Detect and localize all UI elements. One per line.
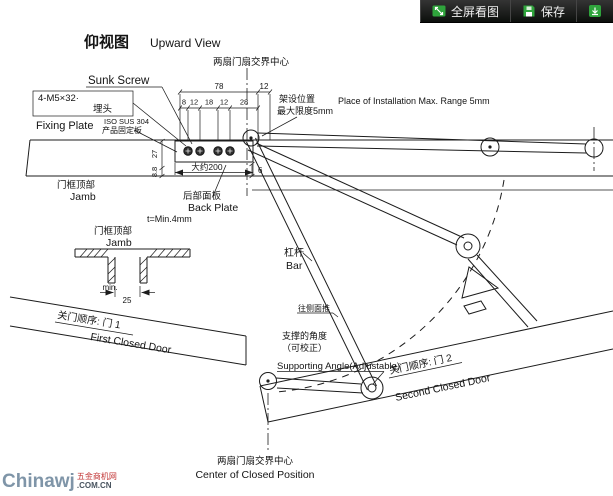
install-range-label: 最大限度5mm xyxy=(277,105,333,116)
push-side-label: 往侧面推 xyxy=(298,303,330,313)
fullscreen-label: 全屏看图 xyxy=(450,4,499,19)
door2-name-label: Second Closed Door xyxy=(394,372,492,404)
save-label: 保存 xyxy=(540,4,565,19)
jamb-band xyxy=(25,139,613,191)
section-hatching xyxy=(79,248,190,283)
door-swing-arc xyxy=(276,179,505,393)
dim-27: 27 xyxy=(150,150,159,158)
dim-28: 28 xyxy=(240,98,248,107)
watermark-brand: Chinawj xyxy=(2,471,75,492)
support-en-label: Supporting Angle(Adjustable) xyxy=(277,361,400,372)
dim-78: 78 xyxy=(215,82,224,91)
center-bottom-en-label: Center of Closed Position xyxy=(195,469,314,481)
back-plate-en-label: Back Plate xyxy=(188,202,238,214)
left-dimensions: 27 8.8 xyxy=(150,138,165,179)
extra-tool-button[interactable] xyxy=(576,0,613,22)
dim-12-right: 12 xyxy=(260,82,269,91)
top-dimensions: 78 12 8 12 18 12 28 xyxy=(177,82,273,141)
backplate-length-dimension: 大约200 xyxy=(174,162,254,176)
screw-spec-label: 4-M5×32· xyxy=(38,93,79,104)
countersunk-label: 埋头 xyxy=(93,103,112,115)
section-jamb-en-label: Jamb xyxy=(106,237,132,249)
swing-direction-arrow xyxy=(461,266,500,315)
junction-center-top-label: 两扇门扇交界中心 xyxy=(213,56,290,68)
callouts: Sunk Screw 4-M5×32· 埋头 ISO SUS 304 产品固定板… xyxy=(32,75,490,481)
download-icon xyxy=(588,4,602,18)
watermark-domain: .COM.CN xyxy=(76,480,112,490)
dim-8-8: 8.8 xyxy=(150,167,159,177)
image-viewer-toolbar: 全屏看图 保存 xyxy=(419,0,613,23)
fullscreen-view-button[interactable]: 全屏看图 xyxy=(419,0,510,22)
dim-approx-200: 大约200 xyxy=(191,162,222,172)
center-bottom-zh-label: 两扇门扇交界中心 xyxy=(217,455,294,467)
thickness-note-label: t=Min.4mm xyxy=(147,214,192,224)
support-angle-zh-label: 支撑的角度 xyxy=(282,330,327,341)
back-plate-zh-label: 后部面板 xyxy=(183,190,222,202)
drawing-title-en: Upward View xyxy=(150,36,221,50)
fixing-plate-en-label: Fixing Plate xyxy=(36,120,93,132)
support-adjust-label: （可校正） xyxy=(282,342,327,353)
jamb-en-label: Jamb xyxy=(70,191,96,203)
section-jamb-zh-label: 门框顶部 xyxy=(94,225,132,237)
install-position-label: 架设位置 xyxy=(279,93,315,104)
save-icon xyxy=(522,4,536,18)
sunk-screw-label: Sunk Screw xyxy=(88,75,150,87)
dim-8: 8 xyxy=(182,98,186,107)
fullscreen-icon xyxy=(432,4,446,18)
watermark-site-name: 五金商机网 xyxy=(76,472,117,482)
dim-25: 25 xyxy=(123,296,132,305)
bar-zh-label: 杠杆 xyxy=(284,246,304,259)
dim-12a: 12 xyxy=(190,98,198,107)
fixing-plate-zh-label: 产品固定板 xyxy=(102,125,142,135)
jamb-section-detail: min. 25 xyxy=(74,248,191,305)
door-1-band: 关门顺序: 门 1 First Closed Door xyxy=(9,296,247,366)
screw-spec-box xyxy=(32,90,134,117)
dim-18: 18 xyxy=(205,98,213,107)
closer-mechanism xyxy=(242,129,604,400)
dim-12b: 12 xyxy=(220,98,228,107)
material-label: ISO SUS 304 xyxy=(104,117,149,126)
screw-slots xyxy=(185,148,233,154)
dim-min-label: min. xyxy=(102,283,117,292)
bar-en-label: Bar xyxy=(286,260,303,272)
drawing-title-zh: 仰视图 xyxy=(84,33,129,51)
fixing-plate xyxy=(174,140,254,163)
save-button[interactable]: 保存 xyxy=(509,0,576,22)
install-en-label: Place of Installation Max. Range 5mm xyxy=(338,96,490,106)
watermark: Chinawj 五金商机网 .COM.CN xyxy=(2,472,117,491)
jamb-zh-label: 门框顶部 xyxy=(57,179,95,191)
